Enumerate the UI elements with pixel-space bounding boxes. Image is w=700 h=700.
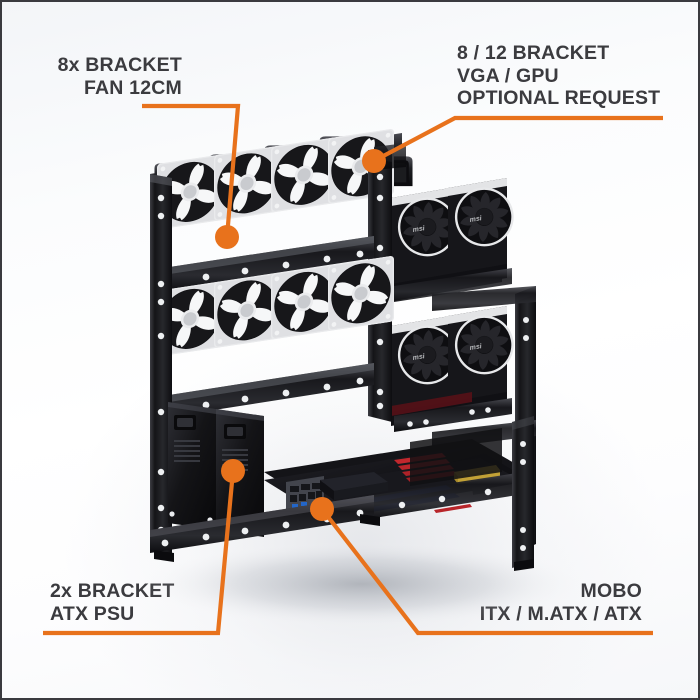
gpu-card-2: msi (448, 178, 518, 281)
fan-row-upper (157, 128, 394, 230)
svg-text:msi: msi (469, 343, 483, 352)
svg-text:msi: msi (412, 353, 426, 362)
label-fan-line-1: 8x BRACKET (57, 54, 182, 76)
frame-mid-rail-upper (150, 236, 374, 292)
frame-rail-below-fans (150, 363, 374, 420)
fan-7 (271, 263, 337, 340)
gpu-card-3: msi (391, 316, 461, 419)
fan-2 (214, 145, 280, 222)
label-fan-line-2: FAN 12CM (83, 76, 182, 99)
fan-8 (328, 255, 394, 332)
svg-text:msi: msi (469, 215, 483, 224)
svg-text:msi: msi (412, 225, 426, 234)
fan-3 (271, 136, 337, 213)
label-fan-bracket: 8x BRACKET FAN 12CM (54, 54, 182, 99)
gpu-card-4: msi (448, 306, 518, 409)
gpu-card-1: msi (391, 188, 461, 291)
label-gpu-line-3: OPTIONAL REQUEST (457, 87, 661, 110)
label-gpu-bracket: 8 / 12 BRACKET VGA / GPU OPTIONAL REQUES… (457, 42, 660, 110)
fan-6 (214, 272, 280, 349)
label-gpu-line-1: 8 / 12 BRACKET (457, 42, 610, 64)
label-gpu-line-2: VGA / GPU (457, 64, 559, 87)
psu-bracket-1 (168, 402, 216, 530)
